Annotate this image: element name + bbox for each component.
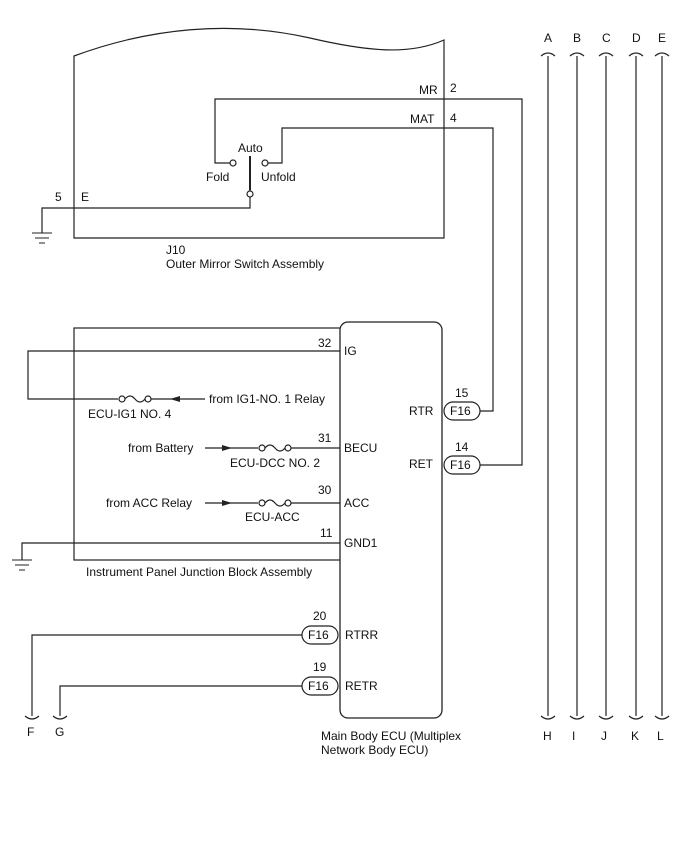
wire-retr (59, 685, 302, 716)
continuation-label-top: D (632, 31, 641, 45)
connector-f16-rtr-label: F16 (450, 404, 471, 418)
junction-block-name: Instrument Panel Junction Block Assembly (86, 565, 312, 579)
continuation-label-top: B (573, 31, 581, 45)
wire-mat (267, 127, 494, 412)
continuation-label-bottom: H (543, 729, 552, 743)
pin-retr-number: 19 (313, 660, 327, 674)
continuation-lines: A H B I C J D K E L (540, 31, 670, 743)
continuation-label-bottom: K (631, 729, 639, 743)
common-contact (246, 190, 254, 198)
left-break-g (52, 715, 68, 720)
pin-gnd1-label: GND1 (344, 536, 378, 550)
pin-mat-number: 4 (450, 111, 457, 125)
continuation-label-f: F (27, 725, 34, 739)
continuation-break (598, 52, 614, 57)
continuation-break (540, 52, 556, 57)
pin-e-label: E (81, 190, 89, 204)
ecu-name-line2: Network Body ECU) (321, 743, 428, 757)
unfold-contact (261, 159, 269, 167)
continuation-break (654, 52, 670, 57)
continuation-label-top: C (602, 31, 611, 45)
pin-retr-label: RETR (345, 679, 378, 693)
source-acc-relay-label: from ACC Relay (106, 496, 192, 510)
source-battery-label: from Battery (128, 441, 193, 455)
main-body-ecu: 32 31 30 11 IG BECU ACC GND1 RTR RET F16… (31, 321, 481, 757)
arrow-battery (222, 445, 232, 451)
left-break-f (24, 715, 40, 720)
arrow-ig1-relay (170, 396, 180, 402)
pin-gnd1-number: 11 (320, 526, 333, 540)
connector-f16-retr-label: F16 (308, 679, 329, 693)
continuation-break (569, 52, 585, 57)
continuation-label-bottom: I (572, 729, 575, 743)
fuse-ecu-dcc (258, 444, 292, 452)
pin-e-number: 5 (55, 190, 62, 204)
pin-ig-number: 32 (318, 336, 332, 350)
connector-f16-rtrr (301, 625, 339, 645)
pin-becu-label: BECU (344, 441, 377, 455)
fuse-dcc-label: ECU-DCC NO. 2 (230, 456, 320, 470)
pin-becu-number: 31 (318, 431, 332, 445)
pin-mat-label: MAT (410, 112, 435, 126)
position-auto-label: Auto (238, 141, 263, 155)
pin-rtrr-number: 20 (313, 609, 327, 623)
pin-rtr-number: 15 (455, 386, 469, 400)
continuation-break (654, 715, 670, 720)
ecu-name-line1: Main Body ECU (Multiplex (321, 729, 461, 743)
pin-ig-label: IG (344, 344, 357, 358)
switch-assembly-code: J10 (166, 243, 186, 257)
pin-acc-label: ACC (344, 496, 370, 510)
pin-rtrr-label: RTRR (345, 628, 378, 642)
fuse-ecu-acc (258, 499, 292, 507)
connector-f16-ret-label: F16 (450, 458, 471, 472)
fuse-acc-label: ECU-ACC (245, 510, 300, 524)
continuation-label-top: A (544, 31, 552, 45)
continuation-label-top: E (658, 31, 666, 45)
wire-gnd1 (21, 542, 340, 560)
continuation-left: F G (24, 715, 68, 739)
ecu-outline (339, 321, 443, 719)
source-ig1-relay-label: from IG1-NO. 1 Relay (209, 392, 325, 406)
ground-symbol-switch (32, 232, 52, 244)
position-unfold-label: Unfold (261, 170, 296, 184)
continuation-label-bottom: J (601, 729, 607, 743)
fuse-ig1-label: ECU-IG1 NO. 4 (88, 407, 172, 421)
instrument-panel-junction-block: ECU-IG1 NO. 4 from IG1-NO. 1 Relay from … (12, 327, 365, 579)
continuation-break (598, 715, 614, 720)
pin-mr-label: MR (419, 83, 438, 97)
ground-symbol-ecu (12, 559, 32, 571)
outer-mirror-switch-assembly: MR 2 MAT 4 E 5 Auto Fold Unfold J10 Oute… (32, 27, 523, 466)
continuation-label-bottom: L (657, 729, 664, 743)
continuation-break (628, 715, 644, 720)
pin-rtr-label: RTR (409, 404, 434, 418)
fold-contact (229, 159, 237, 167)
continuation-label-g: G (55, 725, 64, 739)
pin-acc-number: 30 (318, 483, 332, 497)
switch-assembly-outline (73, 27, 445, 239)
continuation-break (628, 52, 644, 57)
wire-mr (214, 98, 523, 466)
connector-f16-retr (301, 676, 339, 696)
wire-ig-loop (27, 350, 340, 400)
continuation-break (569, 715, 585, 720)
fuse-ecu-ig1 (118, 395, 152, 403)
continuation-break (540, 715, 556, 720)
pin-mr-number: 2 (450, 81, 457, 95)
pin-ret-number: 14 (455, 440, 469, 454)
connector-f16-ret (443, 455, 481, 475)
wire-rtrr (31, 634, 302, 716)
connector-f16-rtr (443, 401, 481, 421)
pin-ret-label: RET (409, 457, 434, 471)
wire-e-ground (41, 190, 251, 233)
position-fold-label: Fold (206, 170, 229, 184)
arrow-acc-relay (222, 500, 232, 506)
connector-f16-rtrr-label: F16 (308, 628, 329, 642)
switch-assembly-name: Outer Mirror Switch Assembly (166, 257, 324, 271)
